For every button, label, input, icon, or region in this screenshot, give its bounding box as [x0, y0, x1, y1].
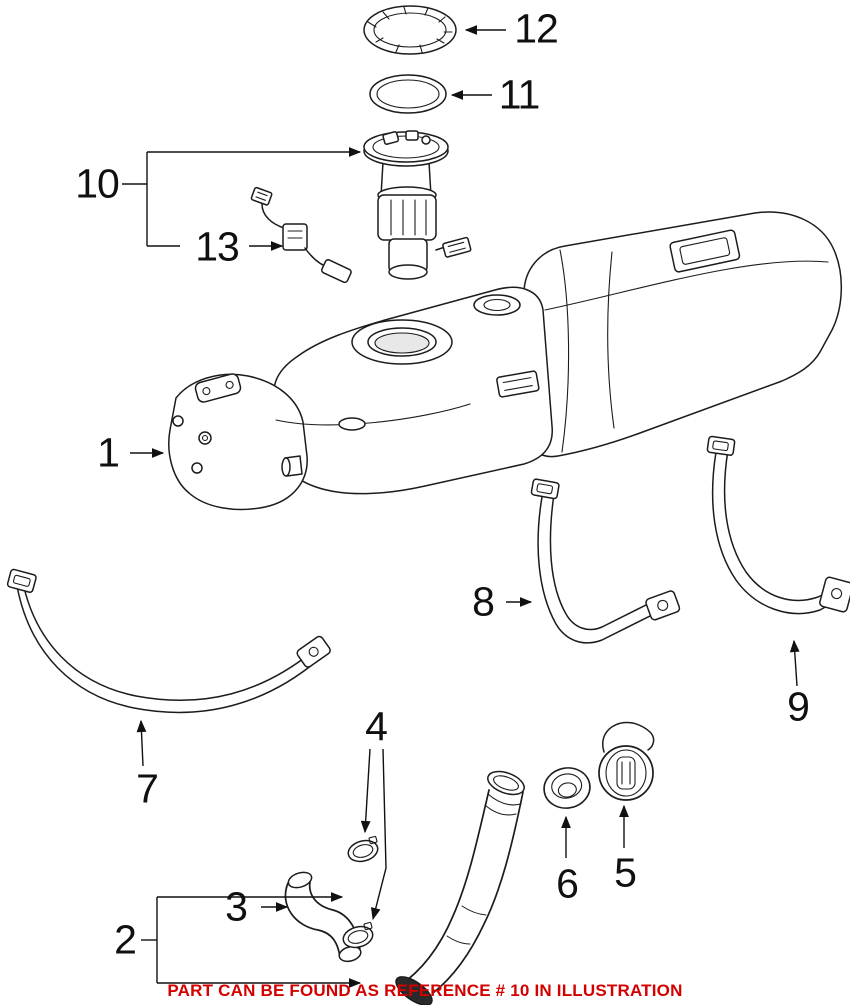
tank-strap-center-drawing [530, 478, 681, 644]
callout-3: 3 [225, 883, 248, 930]
fuel-pump-module-drawing [363, 130, 472, 280]
callout-11: 11 [498, 71, 541, 118]
fuel-cap-drawing [598, 721, 655, 801]
callout-8: 8 [472, 578, 495, 625]
callout-7: 7 [136, 765, 159, 812]
tank-strap-right-drawing [706, 435, 850, 615]
callout-12: 12 [514, 5, 559, 52]
filler-hose-elbow-drawing [284, 871, 362, 963]
callout-9: 9 [787, 683, 810, 730]
filler-neck-seal-drawing [543, 767, 591, 809]
tank-strap-left-drawing [6, 568, 331, 714]
callout-5: 5 [614, 849, 637, 896]
callout-2: 2 [114, 916, 137, 963]
fuel-level-sender-drawing [250, 186, 352, 284]
leader-lines [122, 25, 800, 988]
callout-10: 10 [75, 160, 120, 207]
callout-6: 6 [556, 860, 579, 907]
fuel-tank-drawing [168, 211, 842, 511]
callout-4: 4 [365, 703, 388, 750]
callout-1: 1 [97, 429, 120, 476]
lock-ring-drawing [363, 5, 457, 55]
filler-pipe-drawing [395, 770, 525, 1005]
reference-note: PART CAN BE FOUND AS REFERENCE # 10 IN I… [167, 981, 683, 1000]
o-ring-drawing [369, 74, 447, 114]
callout-13: 13 [195, 223, 240, 270]
hose-clamps-drawing [342, 835, 379, 949]
